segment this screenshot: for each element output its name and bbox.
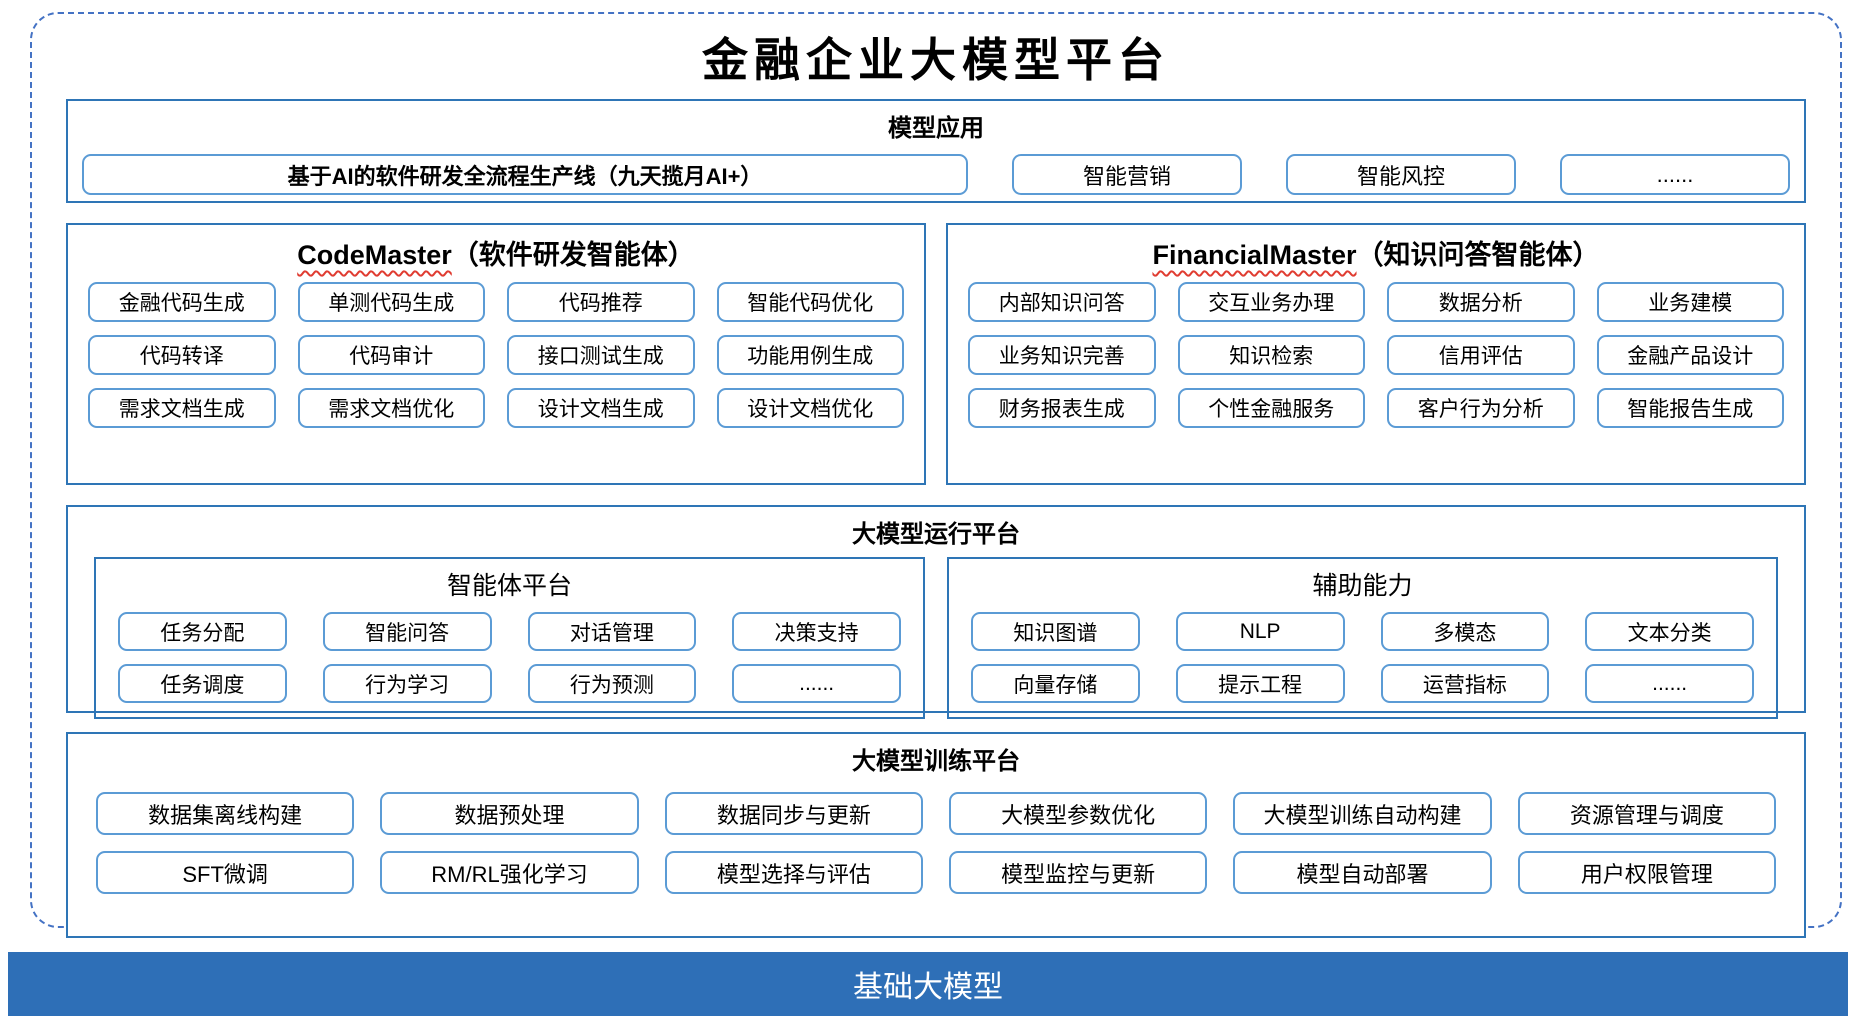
agent-platform-grid: 任务分配 智能问答 对话管理 决策支持 任务调度 行为学习 行为预测 .....…	[118, 612, 901, 703]
runtime-platform-header: 大模型运行平台	[852, 521, 1020, 548]
panel-aux-capability: 辅助能力 知识图谱 NLP 多模态 文本分类 向量存储 提示工程 运营指标 ..…	[947, 557, 1778, 719]
training-item: SFT微调	[96, 851, 355, 894]
code-master-title-en: CodeMaster	[297, 240, 452, 270]
training-item: 数据集离线构建	[96, 792, 355, 835]
app-item-ai-pipeline: 基于AI的软件研发全流程生产线（九天揽月AI+）	[82, 154, 968, 195]
agent-platform-item: 决策支持	[732, 612, 901, 651]
code-master-title: CodeMaster（软件研发智能体）	[88, 231, 904, 282]
agent-platform-item: 智能问答	[322, 612, 492, 651]
agent-platform-item: 行为学习	[322, 664, 492, 703]
aux-capability-grid: 知识图谱 NLP 多模态 文本分类 向量存储 提示工程 运营指标 ......	[971, 612, 1754, 703]
aux-capability-item: 向量存储	[971, 664, 1140, 703]
training-item: 大模型参数优化	[949, 792, 1208, 835]
code-master-item: 代码转译	[88, 335, 276, 375]
financial-master-item: 交互业务办理	[1177, 282, 1365, 322]
financial-master-item: 内部知识问答	[968, 282, 1156, 322]
financial-master-item: 业务知识完善	[968, 335, 1156, 375]
code-master-grid: 金融代码生成 单测代码生成 代码推荐 智能代码优化 代码转译 代码审计 接口测试…	[88, 282, 904, 428]
financial-master-item: 数据分析	[1387, 282, 1575, 322]
training-item: 模型选择与评估	[664, 851, 923, 894]
agent-platform-item: 任务分配	[118, 612, 287, 651]
platform-outer-frame: 金融企业大模型平台 模型应用 基于AI的软件研发全流程生产线（九天揽月AI+） …	[30, 12, 1842, 938]
section-model-applications-header: 模型应用	[888, 115, 984, 142]
aux-capability-item: 文本分类	[1585, 612, 1754, 651]
aux-capability-item: NLP	[1175, 612, 1345, 651]
runtime-panels: 智能体平台 任务分配 智能问答 对话管理 决策支持 任务调度 行为学习 行为预测…	[94, 557, 1778, 719]
training-item: 数据预处理	[380, 792, 639, 835]
financial-master-title-en: FinancialMaster	[1152, 240, 1357, 270]
financial-master-title: FinancialMaster（知识问答智能体）	[968, 231, 1784, 282]
aux-capability-item: 多模态	[1380, 612, 1550, 651]
training-item: 资源管理与调度	[1517, 792, 1776, 835]
financial-master-item: 智能报告生成	[1596, 388, 1784, 428]
code-master-item: 单测代码生成	[297, 282, 485, 322]
code-master-item: 需求文档优化	[297, 388, 485, 428]
section-runtime-platform: 大模型运行平台 智能体平台 任务分配 智能问答 对话管理 决策支持 任务调度 行…	[66, 505, 1806, 719]
code-master-item: 设计文档生成	[507, 388, 695, 428]
financial-master-item: 客户行为分析	[1387, 388, 1575, 428]
training-item: RM/RL强化学习	[380, 851, 639, 894]
code-master-item: 金融代码生成	[88, 282, 276, 322]
financial-master-item: 知识检索	[1177, 335, 1365, 375]
base-model-bar: 基础大模型	[8, 952, 1848, 1016]
training-platform-header: 大模型训练平台	[852, 748, 1020, 775]
financial-master-title-zh: （知识问答智能体）	[1356, 240, 1600, 270]
training-item: 大模型训练自动构建	[1233, 792, 1492, 835]
financial-master-item: 金融产品设计	[1596, 335, 1784, 375]
training-grid: 数据集离线构建 数据预处理 数据同步与更新 大模型参数优化 大模型训练自动构建 …	[96, 792, 1776, 894]
agent-platform-item: 对话管理	[527, 612, 697, 651]
app-item-marketing: 智能营销	[1012, 154, 1242, 195]
model-applications-row: 基于AI的软件研发全流程生产线（九天揽月AI+） 智能营销 智能风控 .....…	[82, 154, 1790, 195]
agent-platform-item: 任务调度	[118, 664, 287, 703]
code-master-item: 接口测试生成	[507, 335, 695, 375]
agent-platform-item: ......	[732, 664, 901, 703]
code-master-title-zh: （软件研发智能体）	[451, 240, 695, 270]
aux-capability-item: 运营指标	[1380, 664, 1550, 703]
aux-capability-item: 提示工程	[1175, 664, 1345, 703]
code-master-item: 代码推荐	[507, 282, 695, 322]
financial-master-item: 财务报表生成	[968, 388, 1156, 428]
panel-code-master: CodeMaster（软件研发智能体） 金融代码生成 单测代码生成 代码推荐 智…	[66, 223, 926, 485]
aux-capability-item: 知识图谱	[971, 612, 1140, 651]
agent-platform-item: 行为预测	[527, 664, 697, 703]
financial-master-grid: 内部知识问答 交互业务办理 数据分析 业务建模 业务知识完善 知识检索 信用评估…	[968, 282, 1784, 428]
panel-financial-master: FinancialMaster（知识问答智能体） 内部知识问答 交互业务办理 数…	[946, 223, 1806, 485]
agent-platform-title: 智能体平台	[446, 572, 572, 600]
code-master-item: 智能代码优化	[716, 282, 904, 322]
code-master-item: 功能用例生成	[716, 335, 904, 375]
financial-master-item: 信用评估	[1387, 335, 1575, 375]
training-item: 模型自动部署	[1233, 851, 1492, 894]
code-master-item: 代码审计	[297, 335, 485, 375]
training-item: 数据同步与更新	[664, 792, 923, 835]
code-master-item: 设计文档优化	[716, 388, 904, 428]
aux-capability-title: 辅助能力	[1312, 572, 1413, 600]
financial-master-item: 个性金融服务	[1177, 388, 1365, 428]
base-model-label: 基础大模型	[853, 971, 1003, 1004]
panel-agent-platform: 智能体平台 任务分配 智能问答 对话管理 决策支持 任务调度 行为学习 行为预测…	[94, 557, 925, 719]
section-model-applications: 模型应用 基于AI的软件研发全流程生产线（九天揽月AI+） 智能营销 智能风控 …	[66, 99, 1806, 203]
aux-capability-item: ......	[1585, 664, 1754, 703]
app-item-risk-control: 智能风控	[1286, 154, 1516, 195]
code-master-item: 需求文档生成	[88, 388, 276, 428]
page-title: 金融企业大模型平台	[702, 33, 1170, 87]
agents-row: CodeMaster（软件研发智能体） 金融代码生成 单测代码生成 代码推荐 智…	[66, 223, 1806, 485]
section-training-platform: 大模型训练平台 数据集离线构建 数据预处理 数据同步与更新 大模型参数优化 大模…	[66, 732, 1806, 938]
training-item: 用户权限管理	[1517, 851, 1776, 894]
training-item: 模型监控与更新	[949, 851, 1208, 894]
app-item-more: ......	[1560, 154, 1790, 195]
financial-master-item: 业务建模	[1596, 282, 1784, 322]
